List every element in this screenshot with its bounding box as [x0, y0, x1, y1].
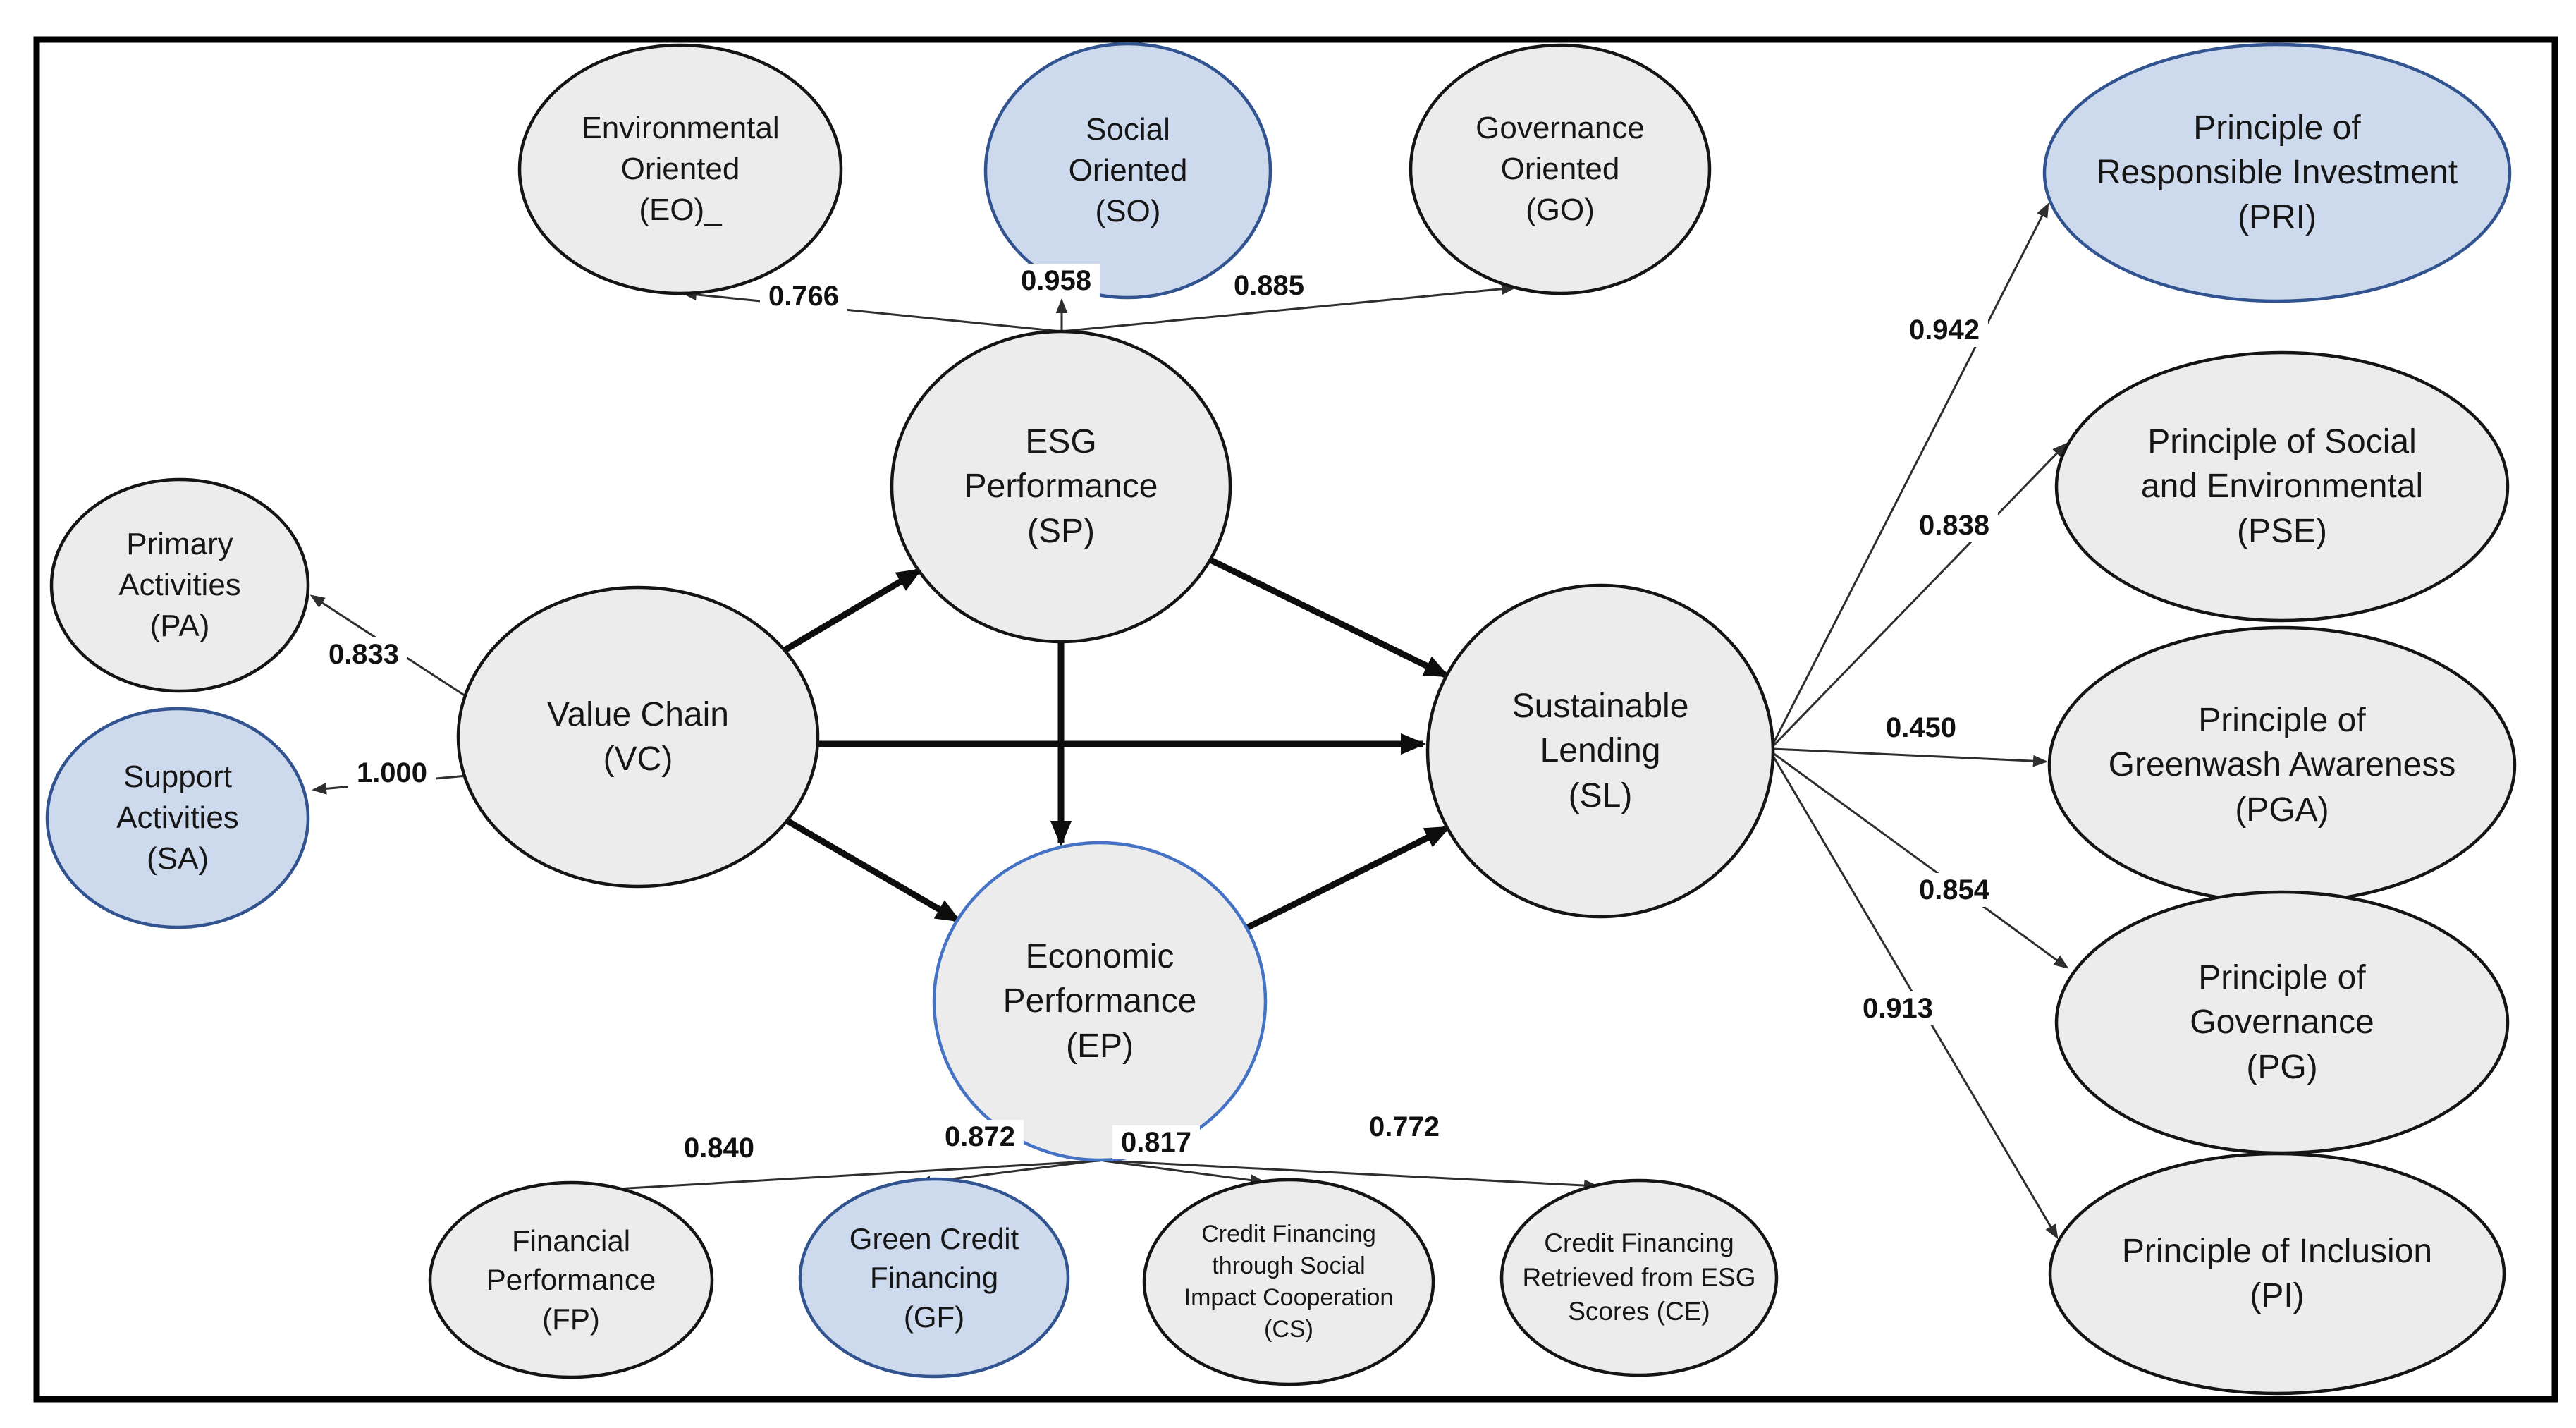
node-pi-label: Principle of Inclusion (PI): [2121, 1232, 2433, 1314]
node-cs-label: Credit Financing through Social Impact C…: [1184, 1221, 1394, 1343]
node-pse-ellipse: [2054, 350, 2510, 623]
node-eo-label: Environmental Oriented (EO)_: [581, 110, 780, 228]
loading-sp-go-value: 0.885: [1225, 269, 1313, 303]
node-so-label: Social Oriented (SO): [1068, 111, 1188, 229]
loading-ep-gf-value: 0.872: [936, 1120, 1024, 1154]
loading-sl-pg-value: 0.854: [1910, 873, 1999, 907]
node-sa-label: Support Activities (SA): [116, 759, 239, 877]
loading-line-ep-cs: [1103, 1159, 1265, 1186]
node-pri-ellipse: [2042, 42, 2512, 303]
loading-line-ep-fp: [542, 1159, 1100, 1199]
path-vc-sp: [783, 568, 923, 653]
loading-sp-so-value: 0.958: [1012, 264, 1100, 298]
loading-vc-sa-value: 1.000: [348, 756, 436, 790]
loading-line-sl-pga: [1772, 747, 2048, 767]
node-pa-ellipse: [49, 477, 310, 693]
node-sp-ellipse: [890, 329, 1232, 644]
node-pa-label: Primary Activities (PA): [118, 526, 241, 644]
node-pg-label: Principle of Governance (PG): [2190, 958, 2374, 1086]
loading-ep-ce-value: 0.772: [1360, 1110, 1449, 1144]
loading-ep-fp-value: 0.840: [675, 1131, 763, 1165]
loading-line-sl-pri: [1772, 202, 2049, 745]
node-sl-ellipse: [1425, 583, 1775, 919]
node-gf-label: Green Credit Financing (GF): [849, 1221, 1019, 1334]
path-sp-sl: [1209, 556, 1450, 679]
loading-sl-pri-value: 0.942: [1900, 313, 1989, 347]
node-go-label: Governance Oriented (GO): [1476, 110, 1645, 228]
loading-line-ep-ce: [1106, 1159, 1599, 1192]
node-ep-label: Economic Performance (EP): [1002, 937, 1197, 1065]
node-pi-ellipse: [2048, 1152, 2506, 1396]
diagram-border: [33, 36, 2558, 1403]
node-sa-ellipse: [45, 707, 310, 929]
node-fp-label: Financial Performance (FP): [486, 1223, 656, 1336]
loading-sp-eo-value: 0.766: [759, 279, 848, 313]
node-cs-ellipse: [1142, 1178, 1435, 1386]
node-pga-label: Principle of Greenwash Awareness (PGA): [2108, 701, 2456, 829]
loading-line-sp-eo: [682, 288, 1062, 333]
node-pse-label: Principle of Social and Environmental (P…: [2140, 422, 2424, 550]
node-vc-label: Value Chain (VC): [547, 695, 729, 778]
node-gf-ellipse: [798, 1177, 1070, 1379]
loading-sl-pga-value: 0.450: [1877, 711, 1965, 745]
loading-sl-pi-value: 0.913: [1853, 991, 1942, 1025]
loading-sl-pse-value: 0.838: [1910, 508, 1999, 542]
path-vc-ep: [784, 817, 962, 923]
node-ep-ellipse: [932, 841, 1268, 1162]
node-go-ellipse: [1409, 43, 1712, 295]
node-so-ellipse: [983, 42, 1272, 300]
node-ce-ellipse: [1499, 1178, 1779, 1377]
loading-ep-cs-value: 0.817: [1112, 1125, 1201, 1159]
node-sl-label: Sustainable Lending (SL): [1511, 687, 1689, 814]
loading-line-sl-pse: [1772, 442, 2068, 747]
loading-vc-pa-value: 0.833: [319, 637, 408, 671]
node-vc-ellipse: [456, 585, 820, 889]
loading-line-sp-go: [1060, 283, 1516, 333]
node-ce-label: Credit Financing Retrieved from ESG Scor…: [1522, 1228, 1756, 1326]
node-fp-ellipse: [428, 1180, 714, 1379]
node-sp-label: ESG Performance (SP): [964, 422, 1158, 550]
node-pri-label: Principle of Responsible Investment (PRI…: [2096, 109, 2458, 236]
path-ep-sl: [1244, 824, 1451, 932]
loading-line-sl-pg: [1772, 752, 2069, 969]
node-eo-ellipse: [517, 43, 843, 295]
